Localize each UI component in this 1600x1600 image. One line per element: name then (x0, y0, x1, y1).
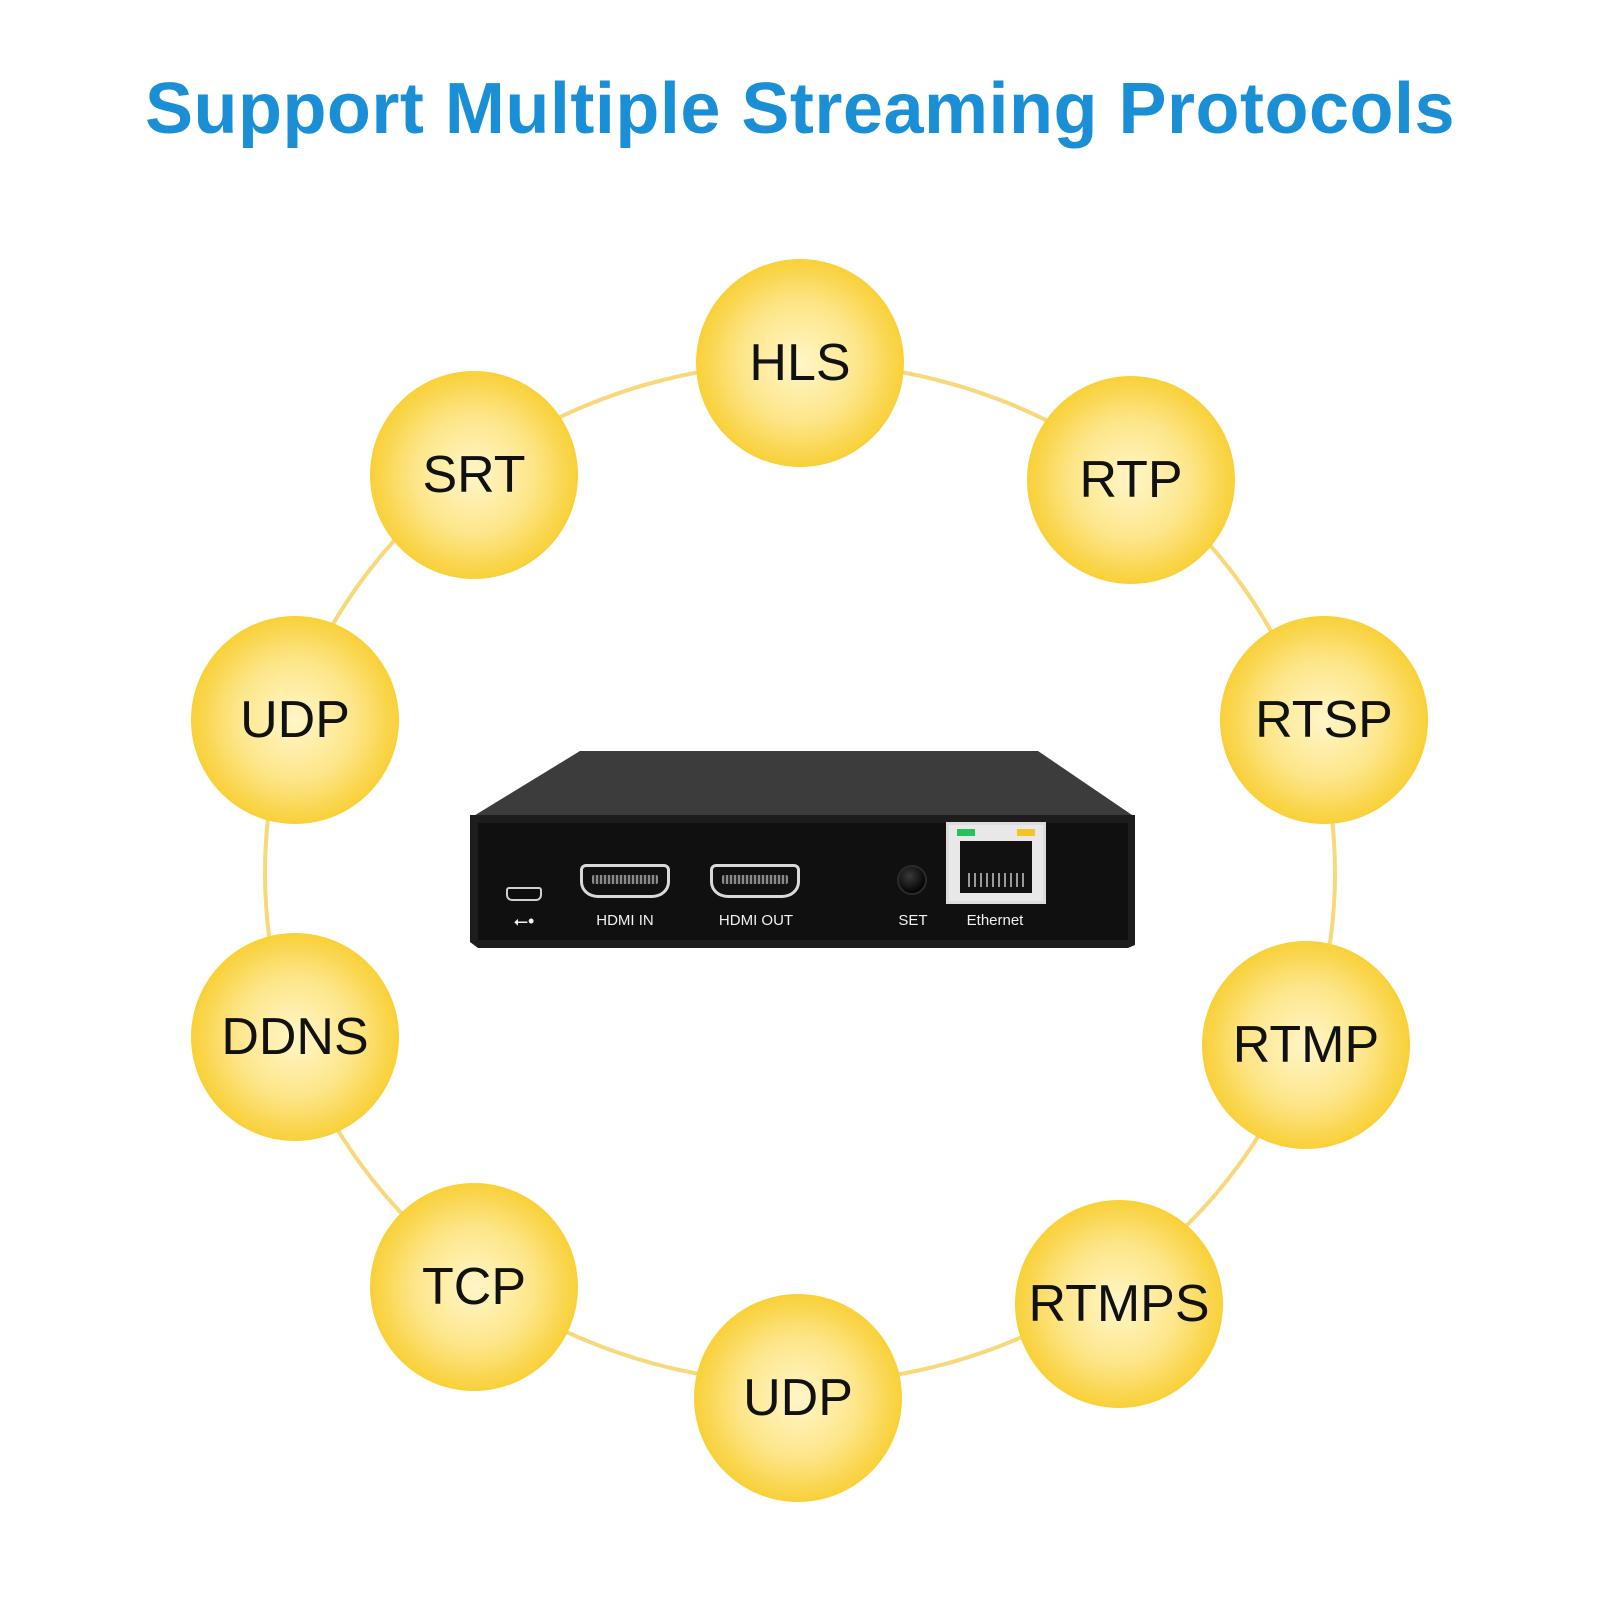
usb-icon: ⭠• (513, 911, 535, 931)
protocol-label: HLS (749, 334, 851, 392)
protocol-bubble-udp-left: UDP (191, 616, 399, 824)
page-title: Support Multiple Streaming Protocols (144, 69, 1456, 149)
micro-usb-port (506, 887, 542, 901)
protocol-bubble-hls: HLS (696, 259, 904, 467)
protocol-bubble-ddns: DDNS (191, 933, 399, 1141)
protocol-label: DDNS (221, 1008, 369, 1066)
ethernet-socket (960, 841, 1032, 893)
set-button (897, 865, 927, 895)
ethernet-pins (968, 873, 1024, 887)
set-label: SET (898, 912, 928, 929)
protocol-label: UDP (240, 691, 350, 749)
protocol-label: RTMPS (1028, 1275, 1210, 1333)
protocol-label: RTP (1079, 451, 1183, 509)
protocol-bubble-rtsp: RTSP (1220, 616, 1428, 824)
activity-led (1017, 829, 1035, 836)
protocol-label: RTSP (1255, 691, 1393, 749)
link-led (957, 829, 975, 836)
hdmi-in-label: HDMI IN (596, 912, 654, 929)
ethernet-label: Ethernet (966, 912, 1024, 929)
protocol-label: UDP (743, 1369, 853, 1427)
protocol-bubble-srt: SRT (370, 371, 578, 579)
protocol-bubble-tcp: TCP (370, 1183, 578, 1391)
hdmi-out-port (710, 864, 800, 898)
protocol-bubble-rtmp: RTMP (1202, 941, 1410, 1149)
protocol-label: RTMP (1232, 1016, 1380, 1074)
ethernet-port (946, 822, 1046, 904)
hdmi-out-label: HDMI OUT (718, 912, 794, 929)
hdmi-in-port (580, 864, 670, 898)
protocol-bubble-rtp: RTP (1027, 376, 1235, 584)
protocol-bubble-udp-bottom: UDP (694, 1294, 902, 1502)
protocol-label: TCP (422, 1258, 526, 1316)
protocol-bubble-rtmps: RTMPS (1015, 1200, 1223, 1408)
protocol-label: SRT (422, 446, 526, 504)
